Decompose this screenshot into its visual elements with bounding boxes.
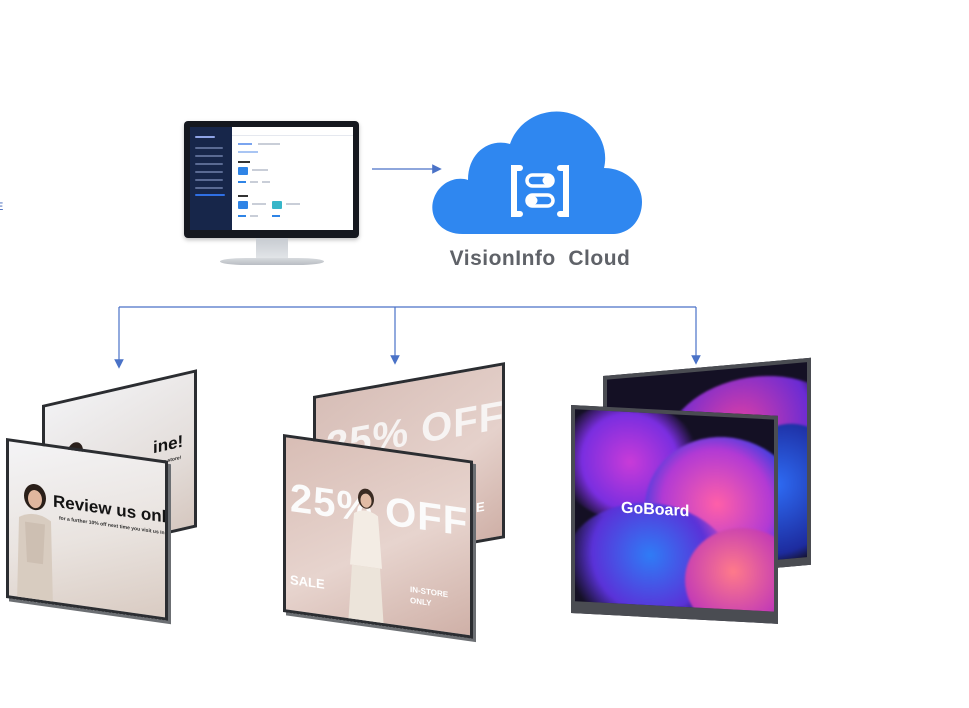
- review-screen-front: Review us online! for a further 10% off …: [6, 438, 168, 621]
- woman-figure-icon: [348, 488, 384, 632]
- toggle-switch-icon: [511, 165, 569, 217]
- desktop-monitor: [184, 121, 359, 271]
- monitor-topbar: [232, 127, 353, 136]
- monitor-screen: [190, 127, 353, 230]
- sale-screen-front: 25% OFF SALE IN-STORE ONLY: [283, 434, 473, 639]
- monitor-stand-neck: [256, 238, 288, 260]
- goboard-label: GoBoard: [621, 499, 690, 521]
- woman-figure-icon: [17, 483, 53, 608]
- monitor-stand-base: [220, 258, 324, 265]
- edge-text-fragment: E: [0, 201, 3, 213]
- sale-back-fragment: E: [476, 498, 485, 516]
- goboard-screen-front: GoBoard: [571, 405, 778, 624]
- cloud-icon: [432, 111, 642, 234]
- monitor-sidebar: [190, 127, 232, 230]
- cloud-label: VisionInfo Cloud: [449, 247, 631, 270]
- sale-label: SALE: [290, 571, 325, 592]
- monitor-bezel: [184, 121, 359, 238]
- instore-line2: ONLY: [410, 595, 432, 608]
